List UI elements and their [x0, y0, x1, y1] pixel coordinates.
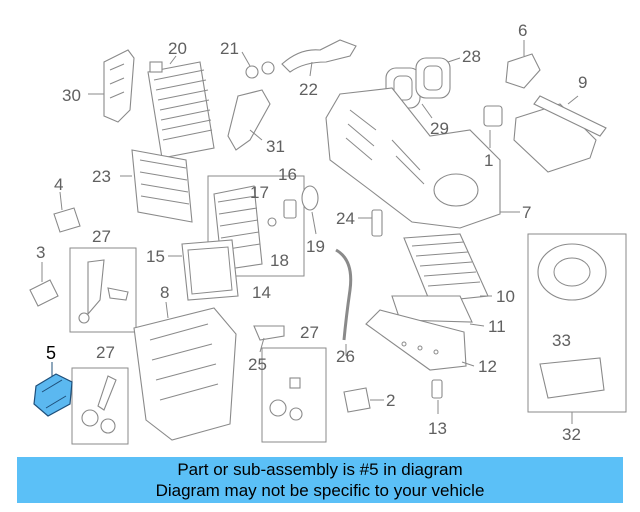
- part-27-kit-bottom-left: [71, 367, 129, 445]
- part-2-module: [343, 387, 384, 413]
- label-23: 23: [92, 167, 111, 186]
- part-27-kit-middle: [261, 347, 327, 443]
- part-5-highlighted[interactable]: [33, 362, 73, 417]
- label-33: 33: [552, 331, 571, 350]
- label-12: 12: [478, 357, 497, 376]
- info-banner: Part or sub-assembly is #5 in diagram Di…: [17, 457, 623, 503]
- part-3-actuator: [29, 262, 59, 307]
- part-19-grommet: [301, 185, 319, 235]
- label-7: 7: [522, 203, 531, 222]
- part-7-hvac-housing: [325, 87, 520, 229]
- label-18: 18: [270, 251, 289, 270]
- label-29: 29: [430, 119, 449, 138]
- part-13-fitting: [431, 379, 443, 414]
- label-17: 17: [250, 183, 269, 202]
- part-11-seal: [391, 295, 485, 327]
- label-6: 6: [518, 21, 527, 40]
- label-31: 31: [266, 137, 285, 156]
- label-3: 3: [36, 243, 45, 262]
- parts-diagram: 30 20 21 22 28 29 6 9 1 31 23 16 17 18 1…: [29, 21, 627, 445]
- label-32: 32: [562, 425, 581, 444]
- part-6-bracket: [505, 40, 541, 89]
- part-31-bracket: [227, 89, 271, 151]
- part-1-sensor: [483, 105, 503, 148]
- part-9-filter-housing: [513, 95, 607, 173]
- label-25: 25: [248, 355, 267, 374]
- part-4-bracket: [53, 191, 81, 233]
- part-24-sensor: [358, 209, 383, 237]
- part-26-hose: [335, 248, 353, 356]
- label-21: 21: [220, 39, 239, 58]
- label-13: 13: [428, 419, 447, 438]
- label-26: 26: [336, 347, 355, 366]
- part-27-kit-left: [69, 247, 137, 333]
- part-12-cover: [365, 309, 475, 371]
- label-27b: 27: [96, 343, 115, 362]
- label-1: 1: [484, 151, 493, 170]
- label-24: 24: [336, 209, 355, 228]
- label-27a: 27: [92, 227, 111, 246]
- label-2: 2: [386, 391, 395, 410]
- part-8-lower-housing: [133, 301, 237, 441]
- label-11: 11: [488, 317, 506, 336]
- label-28: 28: [462, 47, 481, 66]
- label-9: 9: [578, 73, 587, 92]
- label-27c: 27: [300, 323, 319, 342]
- label-22: 22: [299, 80, 318, 99]
- label-8: 8: [160, 283, 169, 302]
- part-21-22-pipes: [241, 39, 357, 79]
- banner-line-2: Diagram may not be specific to your vehi…: [155, 481, 485, 500]
- label-16: 16: [278, 165, 297, 184]
- label-4: 4: [54, 175, 63, 194]
- part-25-actuator: [253, 325, 285, 353]
- part-23-core: [120, 149, 193, 223]
- part-10-cabin-filter: [403, 233, 492, 303]
- label-10: 10: [496, 287, 515, 306]
- part-30-bracket: [88, 49, 135, 123]
- label-14: 14: [252, 283, 271, 302]
- part-32-blower-kit: [527, 233, 627, 424]
- banner-line-1: Part or sub-assembly is #5 in diagram: [177, 460, 463, 479]
- label-30: 30: [62, 86, 81, 105]
- label-5: 5: [46, 343, 56, 363]
- label-15: 15: [146, 247, 165, 266]
- label-19: 19: [306, 237, 325, 256]
- part-20-heater-core: [147, 55, 215, 159]
- label-20: 20: [168, 39, 187, 58]
- part-15-frame: [168, 239, 239, 301]
